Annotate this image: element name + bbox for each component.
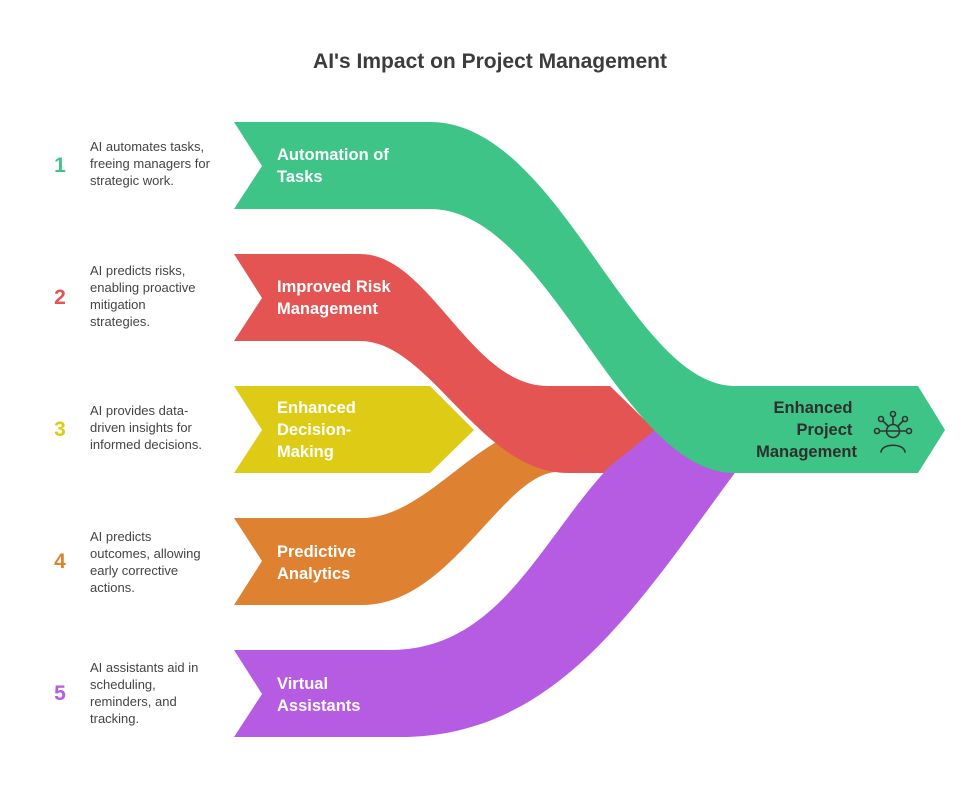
item-number-2: 2 <box>54 286 66 309</box>
band-label-virtual-assistants: Virtual Assistants <box>277 675 360 715</box>
band-virtual-assistants <box>234 430 740 737</box>
band-enhanced-decision-making <box>234 386 474 473</box>
item-numbers: 1 2 3 4 5 <box>54 154 66 705</box>
item-number-5: 5 <box>54 682 66 705</box>
band-automation-of-tasks <box>234 122 945 473</box>
diagram-title: AI's Impact on Project Management <box>313 50 667 73</box>
item-number-3: 3 <box>54 418 66 441</box>
target-label: Enhanced Project Management <box>756 399 857 461</box>
band-improved-risk-management <box>234 254 655 473</box>
item-description-5: AI assistants aid in scheduling, reminde… <box>90 660 202 726</box>
item-description-2: AI predicts risks, enabling proactive mi… <box>90 263 199 329</box>
item-number-1: 1 <box>54 154 66 177</box>
item-description-1: AI automates tasks, freeing managers for… <box>90 139 214 188</box>
band-label-enhanced-decision-making: Enhanced Decision- Making <box>277 399 360 461</box>
item-number-4: 4 <box>54 550 66 573</box>
band-label-automation-of-tasks: Automation of Tasks <box>277 146 393 186</box>
item-descriptions: AI automates tasks, freeing managers for… <box>90 139 214 726</box>
item-description-3: AI provides data- driven insights for in… <box>90 403 202 452</box>
flow-shapes <box>234 122 945 737</box>
band-label-predictive-analytics: Predictive Analytics <box>277 543 360 583</box>
band-predictive-analytics <box>234 432 600 605</box>
person-network-icon <box>873 410 913 453</box>
item-description-4: AI predicts outcomes, allowing early cor… <box>90 529 204 595</box>
band-labels: Automation of Tasks Improved Risk Manage… <box>277 146 857 715</box>
band-label-improved-risk-management: Improved Risk Management <box>277 278 395 318</box>
